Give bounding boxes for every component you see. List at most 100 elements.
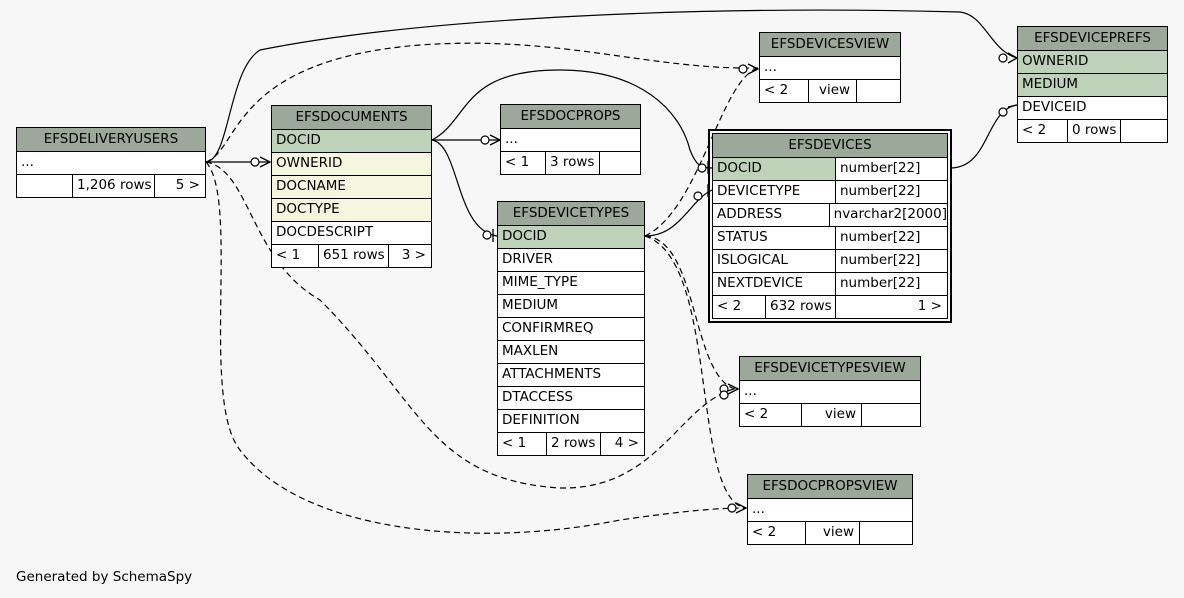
column-name: ... [505,131,518,147]
table-row: ... [760,57,900,80]
zero-one-marker [693,191,703,201]
table-row: ... [740,381,920,404]
parents-count[interactable]: < 1 [502,435,527,451]
table-efsdevicetypes[interactable]: EFSDEVICETYPES DOCID DRIVER MIME_TYPE ME… [497,201,645,456]
table-name[interactable]: EFSDOCPROPS [501,105,640,129]
children-count[interactable]: 3 > [388,245,431,267]
rel-devicetypes-devicetypesview [644,235,739,391]
parents-count[interactable]: < 2 [752,524,777,540]
rel-documents-devicetypes [431,139,498,237]
table-efsdeviceprefs[interactable]: EFSDEVICEPREFS OWNERID MEDIUM DEVICEID <… [1017,26,1168,143]
table-name[interactable]: EFSDEVICESVIEW [760,33,900,57]
table-name[interactable]: EFSDEVICETYPES [498,202,644,226]
parents-count[interactable]: < 2 [764,82,789,98]
children-count[interactable]: 5 > [154,175,205,197]
row-count: 2 rows [546,433,600,455]
rel-devicetypes-devicesview [644,67,759,237]
column-type: number[22] [835,158,947,180]
rel-deliveryusers-devicesview [205,42,759,163]
column-name: ... [744,383,757,399]
table-row: CONFIRMREQ [498,318,644,341]
parents-count[interactable]: < 2 [717,298,742,314]
table-row: ATTACHMENTS [498,364,644,387]
column-name: DTACCESS [502,389,574,405]
table-name[interactable]: EFSDEVICES [713,134,947,158]
parents-count[interactable]: < 2 [744,406,769,422]
table-efsdevicetypesview[interactable]: EFSDEVICETYPESVIEW ... < 2 view [739,356,921,427]
row-count: 0 rows [1067,120,1120,142]
zero-one-marker [738,64,748,74]
table-footer: 1,206 rows 5 > [17,175,205,197]
table-efsdevicesview[interactable]: EFSDEVICESVIEW ... < 2 view [759,32,901,103]
rel-documents-devicesview-solid [431,69,713,169]
rel-devicetypes-docpropsview [644,235,747,509]
children-count[interactable]: 1 > [835,296,947,318]
table-row: ... [17,152,205,175]
column-name: DOCNAME [276,178,346,194]
children-count[interactable] [859,522,912,544]
table-footer: < 2 0 rows [1018,120,1167,142]
table-row: ... [501,129,640,152]
table-name[interactable]: EFSDOCPROPSVIEW [748,475,912,499]
table-footer: < 1 3 rows [501,152,640,174]
table-row: DOCDESCRIPT [272,222,431,245]
column-name: DOCTYPE [276,201,340,217]
table-efsdocpropsview[interactable]: EFSDOCPROPSVIEW ... < 2 view [747,474,913,545]
column-name: DOCDESCRIPT [276,224,374,240]
table-efsdocprops[interactable]: EFSDOCPROPS ... < 1 3 rows [500,104,641,175]
children-count[interactable] [861,404,920,426]
column-name: DEVICETYPE [717,183,801,199]
table-name[interactable]: EFSDEVICEPREFS [1018,27,1167,51]
crowfoot-marker [259,156,272,168]
table-row: DEVICEID [1018,97,1167,120]
children-count[interactable] [856,80,900,102]
parents-count[interactable]: < 1 [276,247,301,263]
zero-one-marker [998,53,1008,63]
rel-devices-deviceprefs [949,104,1018,169]
column-name: DOCID [276,132,321,148]
table-name[interactable]: EFSDOCUMENTS [272,106,431,130]
table-row: DRIVER [498,249,644,272]
table-footer: < 1 2 rows 4 > [498,433,644,455]
column-name: CONFIRMREQ [502,320,594,336]
crowfoot-marker [747,63,760,75]
table-footer: < 2 view [740,404,920,426]
table-footer: < 2 view [748,522,912,544]
table-footer: < 2 view [760,80,900,102]
column-type: number[22] [835,181,947,203]
table-efsdeliveryusers[interactable]: EFSDELIVERYUSERS ... 1,206 rows 5 > [16,127,206,198]
table-row: MEDIUM [498,295,644,318]
table-row: DOCTYPE [272,199,431,222]
column-name: MAXLEN [502,343,559,359]
table-row: DOCID [272,130,431,153]
parents-count[interactable] [17,175,72,197]
column-name: ISLOGICAL [717,252,788,268]
row-count: 632 rows [765,296,835,318]
column-name: STATUS [717,229,768,245]
table-row: DEFINITION [498,410,644,433]
zero-one-marker [727,503,737,513]
table-row: OWNERID [272,153,431,176]
zero-one-marker [250,157,260,167]
parents-count[interactable]: < 2 [1022,122,1047,138]
table-footer: < 1 651 rows 3 > [272,245,431,267]
children-count[interactable]: 4 > [600,433,644,455]
table-name[interactable]: EFSDEVICETYPESVIEW [740,357,920,381]
table-name[interactable]: EFSDELIVERYUSERS [17,128,205,152]
zero-one-marker [482,230,492,240]
column-name: MEDIUM [1022,76,1079,92]
table-efsdocuments[interactable]: EFSDOCUMENTS DOCID OWNERID DOCNAME DOCTY… [271,105,432,268]
row-count: 1,206 rows [72,175,154,197]
children-count[interactable] [1120,120,1167,142]
zero-one-marker [480,135,490,145]
children-count[interactable] [599,152,640,174]
column-name: ... [764,59,777,75]
parents-count[interactable]: < 1 [505,154,530,170]
crowfoot-marker [1007,104,1018,108]
